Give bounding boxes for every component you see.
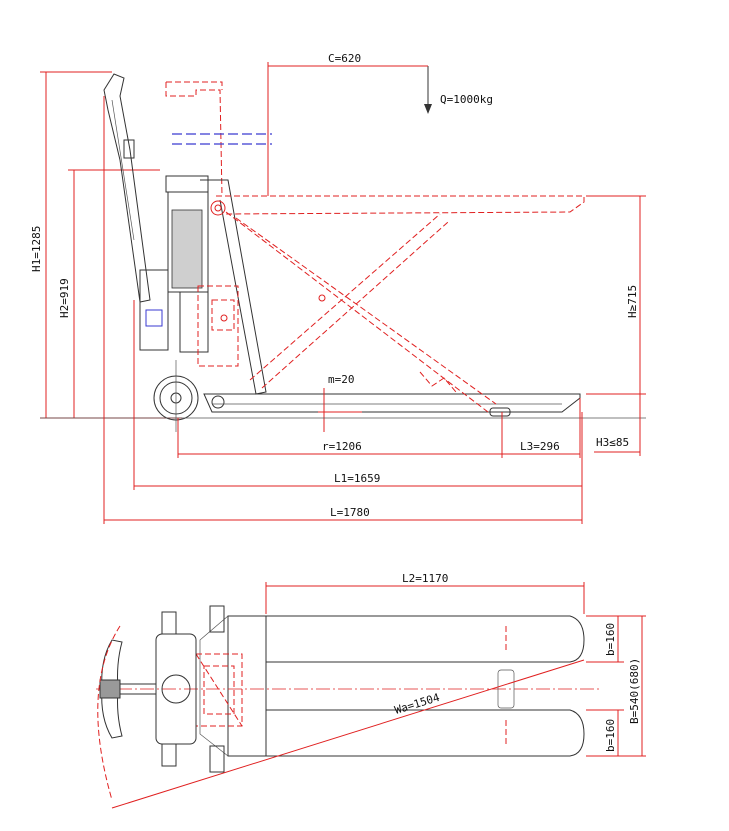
- dim-h2-label: H2=919: [58, 278, 71, 318]
- pump-body: [139, 175, 267, 395]
- dim-l1-label: L1=1659: [334, 472, 380, 485]
- dim-c-label: C=620: [328, 52, 361, 65]
- dim-l3-line: [502, 398, 581, 458]
- linkage-ghost: [195, 653, 243, 727]
- load-arrow-icon: [424, 66, 432, 114]
- raised-handle-ghost: [165, 81, 223, 197]
- dim-l-line: [103, 96, 583, 524]
- dim-l2-line: [265, 582, 585, 614]
- dim-r-label: r=1206: [322, 440, 362, 453]
- dim-b-upper-label: b=160: [604, 623, 617, 656]
- scissor-ghost: [225, 211, 497, 413]
- top-view: L2=1170: [96, 572, 646, 809]
- dim-l-label: L=1780: [330, 506, 370, 519]
- pivot-wheel: [211, 395, 225, 409]
- turning-arc: [97, 625, 121, 801]
- dim-h3-line: [594, 394, 641, 456]
- dim-l3-label: L3=296: [520, 440, 560, 453]
- dim-l2-label: L2=1170: [402, 572, 448, 585]
- dim-b-total-label: B=540(680): [628, 658, 641, 724]
- chassis-chamfer: [199, 615, 229, 757]
- dim-wa-line: [111, 659, 585, 809]
- fork-raised-ghost: [210, 195, 585, 216]
- fork-upper: [266, 615, 585, 663]
- lift-mechanism-ghost: [197, 285, 239, 367]
- fork-lowered: [203, 393, 581, 417]
- tiller-handle: [103, 73, 151, 303]
- dim-m-label: m=20: [328, 373, 355, 386]
- dim-b-upper-line: [586, 615, 646, 663]
- handle-top: [99, 639, 156, 739]
- side-view: Q=1000kg C=620 H1=1285 H2=919: [30, 52, 646, 524]
- pump-top: [155, 605, 225, 773]
- fork-wheel-marks: [497, 626, 515, 746]
- dim-h-lift-label: H≥715: [626, 285, 639, 318]
- dim-wa-label: Wa=1504: [393, 691, 441, 717]
- steer-wheel: [153, 360, 199, 432]
- load-capacity-label: Q=1000kg: [440, 93, 493, 106]
- dim-m-line: [318, 388, 362, 432]
- dim-l1-line: [133, 300, 583, 490]
- dim-c-line: [267, 62, 428, 196]
- fork-lower: [266, 709, 585, 757]
- dim-b-lower-label: b=160: [604, 719, 617, 752]
- dim-h1-label: H1=1285: [30, 226, 43, 272]
- dim-h-lift-line: [586, 195, 646, 395]
- dim-b-lower-line: [586, 709, 646, 757]
- dim-r-line: [177, 412, 503, 458]
- dim-h2-line: [68, 169, 160, 418]
- dim-h3-label: H3≤85: [596, 436, 629, 449]
- hydraulic-level-lines: [172, 133, 272, 145]
